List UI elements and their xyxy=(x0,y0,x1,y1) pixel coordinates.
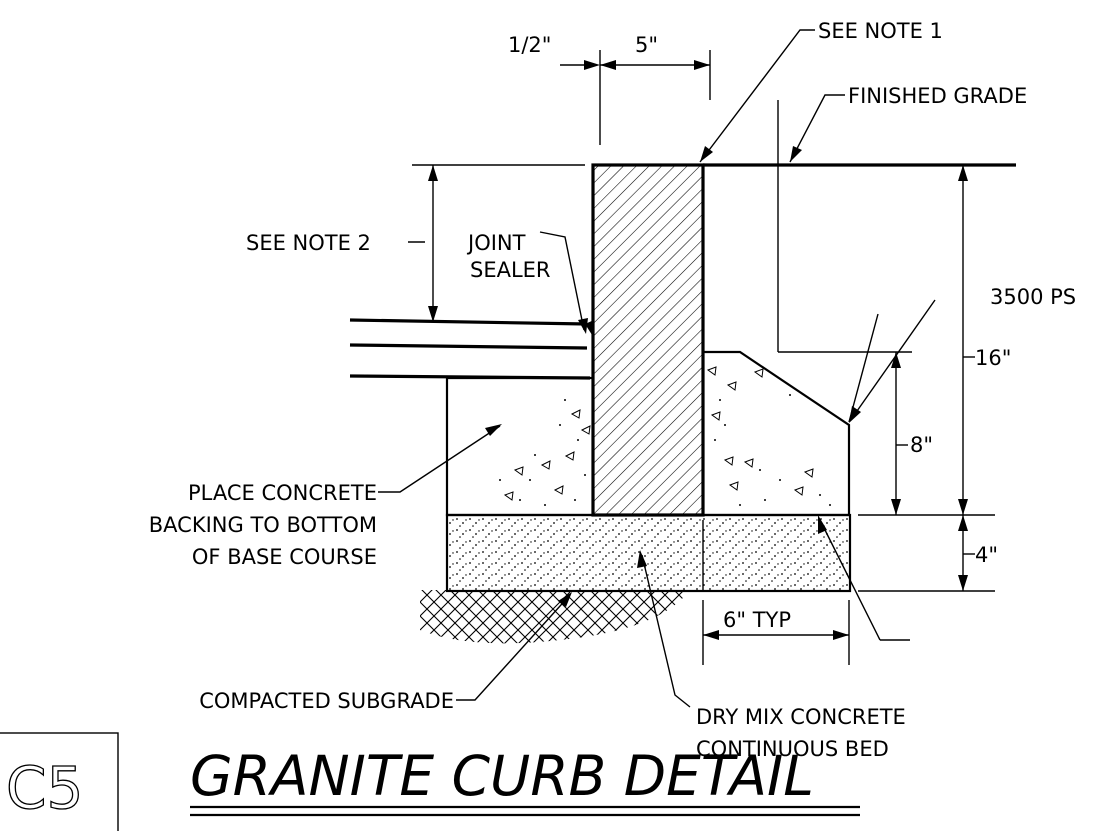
joint-sealer xyxy=(585,320,594,338)
granite-curb xyxy=(593,165,703,515)
dim-bed-extension: 6" TYP xyxy=(723,608,791,632)
dim-bed-depth: 4" xyxy=(975,543,998,567)
dim-curb-width: 5" xyxy=(635,33,658,57)
leader-lines xyxy=(378,29,936,708)
right-concrete-backing xyxy=(701,350,851,517)
dimension-lines xyxy=(412,50,995,665)
title-block: C5 GRANITE CURB DETAIL xyxy=(0,732,860,831)
label-place-backing-line3: OF BASE COURSE xyxy=(192,545,377,569)
label-concrete-strength: 3500 PS xyxy=(990,285,1076,309)
label-place-backing-line2: BACKING TO BOTTOM xyxy=(149,513,377,537)
label-dry-mix-line1: DRY MIX CONCRETE xyxy=(696,705,906,729)
label-finished-grade: FINISHED GRADE xyxy=(848,84,1027,108)
label-compacted-subgrade: COMPACTED SUBGRADE xyxy=(199,689,454,713)
label-place-backing-line1: PLACE CONCRETE xyxy=(188,481,377,505)
drawing-title: GRANITE CURB DETAIL xyxy=(190,744,814,808)
left-backing-stipple xyxy=(503,409,591,501)
callout-labels: SEE NOTE 1 FINISHED GRADE SEE NOTE 2 JOI… xyxy=(149,19,1076,761)
pavement-courses xyxy=(349,318,591,380)
dim-joint-width: 1/2" xyxy=(508,33,551,57)
dimension-labels: 1/2" 5" 8" 16" 4" 6" TYP xyxy=(508,33,1011,632)
curb-geometry xyxy=(349,163,1016,644)
label-joint-sealer-line2: SEALER xyxy=(470,258,551,282)
right-backing-stipple xyxy=(706,366,814,496)
label-joint-sealer-line1: JOINT xyxy=(466,231,526,255)
sheet-tag: C5 xyxy=(6,754,83,822)
dim-total-height: 16" xyxy=(975,346,1011,370)
dry-mix-concrete-bed xyxy=(447,515,850,591)
label-see-note-2: SEE NOTE 2 xyxy=(246,231,371,255)
label-dry-mix-line2: CONTINUOUS BED xyxy=(696,737,889,761)
dim-backing-height: 8" xyxy=(910,433,933,457)
label-see-note-1: SEE NOTE 1 xyxy=(818,19,943,43)
compacted-subgrade-hatch xyxy=(420,590,690,644)
